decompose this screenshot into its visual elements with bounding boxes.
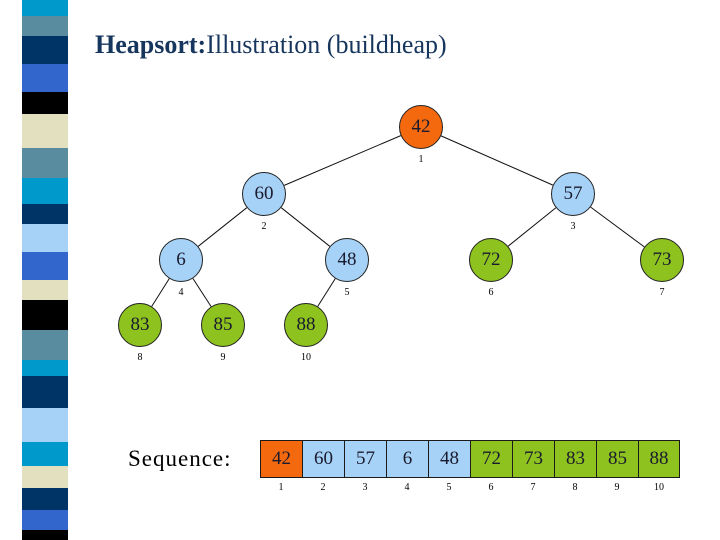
- tree-node-7[interactable]: 73: [640, 238, 684, 282]
- tree-edge-2-5: [280, 207, 331, 247]
- strip-band-17: [22, 442, 68, 466]
- sequence-cell-1[interactable]: 42: [260, 440, 302, 478]
- tree-node-10[interactable]: 88: [284, 303, 328, 347]
- sequence-cell-3[interactable]: 57: [344, 440, 386, 478]
- strip-band-15: [22, 376, 68, 408]
- sequence-cell-index-2: 2: [320, 482, 326, 493]
- sequence-cell-9[interactable]: 85: [596, 440, 638, 478]
- tree-edge-3-7: [590, 206, 645, 248]
- tree-node-index-1: 1: [418, 154, 424, 165]
- tree-edge-3-6: [507, 207, 557, 247]
- strip-band-2: [22, 36, 68, 64]
- tree-edge-4-8: [151, 278, 170, 307]
- strip-band-12: [22, 300, 68, 330]
- tree-node-index-9: 9: [220, 352, 226, 363]
- strip-band-20: [22, 510, 68, 530]
- page-title-rest: Illustration (buildheap): [206, 30, 447, 59]
- sequence-cell-5[interactable]: 48: [428, 440, 470, 478]
- sequence-cell-index-9: 9: [614, 482, 620, 493]
- strip-band-21: [22, 530, 68, 540]
- sequence-index-row: 1 2 3 4 5 6 7 8 9 10: [260, 482, 680, 493]
- tree-edges: [151, 135, 645, 307]
- tree-node-2[interactable]: 60: [242, 172, 286, 216]
- strip-band-18: [22, 466, 68, 488]
- tree-edge-1-2: [284, 135, 401, 186]
- tree-edge-4-9: [192, 278, 212, 307]
- sequence-cell-index-3: 3: [362, 482, 368, 493]
- tree-node-index-2: 2: [261, 221, 267, 232]
- tree-node-9[interactable]: 85: [201, 303, 245, 347]
- page-title: Heapsort:Illustration (buildheap): [95, 30, 655, 60]
- tree-edge-2-4: [197, 207, 248, 247]
- sequence-cell-4[interactable]: 6: [386, 440, 428, 478]
- sequence-cell-2[interactable]: 60: [302, 440, 344, 478]
- tree-node-index-5: 5: [344, 287, 350, 298]
- heap-tree-diagram: 42 1 60 2 57 3 6 4 48 5 72 6 73 7 83 8 85 9 88 10: [118, 105, 684, 363]
- strip-band-1: [22, 16, 68, 36]
- tree-node-index-6: 6: [488, 287, 494, 298]
- tree-node-5[interactable]: 48: [325, 238, 369, 282]
- strip-band-19: [22, 488, 68, 510]
- sequence-cell-index-6: 6: [488, 482, 494, 493]
- tree-node-6[interactable]: 72: [469, 238, 513, 282]
- sequence-cell-index-5: 5: [446, 482, 452, 493]
- tree-node-3[interactable]: 57: [551, 172, 595, 216]
- sequence-cell-index-4: 4: [404, 482, 410, 493]
- decorative-color-strip: [22, 0, 68, 540]
- tree-node-index-10: 10: [301, 352, 311, 363]
- tree-node-index-3: 3: [570, 221, 576, 232]
- tree-node-index-7: 7: [659, 287, 665, 298]
- strip-band-11: [22, 280, 68, 300]
- tree-node-index-4: 4: [178, 287, 184, 298]
- strip-band-0: [22, 0, 68, 16]
- tree-node-1[interactable]: 42: [399, 105, 443, 149]
- sequence-cell-8[interactable]: 83: [554, 440, 596, 478]
- strip-band-16: [22, 408, 68, 442]
- strip-band-13: [22, 330, 68, 360]
- strip-band-4: [22, 92, 68, 114]
- sequence-cell-6[interactable]: 72: [470, 440, 512, 478]
- sequence-cell-index-7: 7: [530, 482, 536, 493]
- strip-band-9: [22, 224, 68, 252]
- strip-band-14: [22, 360, 68, 376]
- sequence-cell-index-8: 8: [572, 482, 578, 493]
- strip-band-8: [22, 204, 68, 224]
- tree-edge-5-10: [317, 278, 336, 307]
- strip-band-5: [22, 114, 68, 148]
- strip-band-3: [22, 64, 68, 92]
- tree-node-index-8: 8: [137, 352, 143, 363]
- tree-node-4[interactable]: 6: [159, 238, 203, 282]
- sequence-cell-index-1: 1: [278, 482, 284, 493]
- tree-node-8[interactable]: 83: [118, 303, 162, 347]
- page-title-bold: Heapsort:: [95, 30, 207, 59]
- tree-edge-1-3: [440, 135, 554, 186]
- sequence-cell-index-10: 10: [654, 482, 664, 493]
- strip-band-7: [22, 178, 68, 204]
- strip-band-6: [22, 148, 68, 178]
- sequence-cell-7[interactable]: 73: [512, 440, 554, 478]
- sequence-cell-10[interactable]: 88: [638, 440, 680, 478]
- sequence-label: Sequence:: [128, 446, 232, 471]
- strip-band-10: [22, 252, 68, 280]
